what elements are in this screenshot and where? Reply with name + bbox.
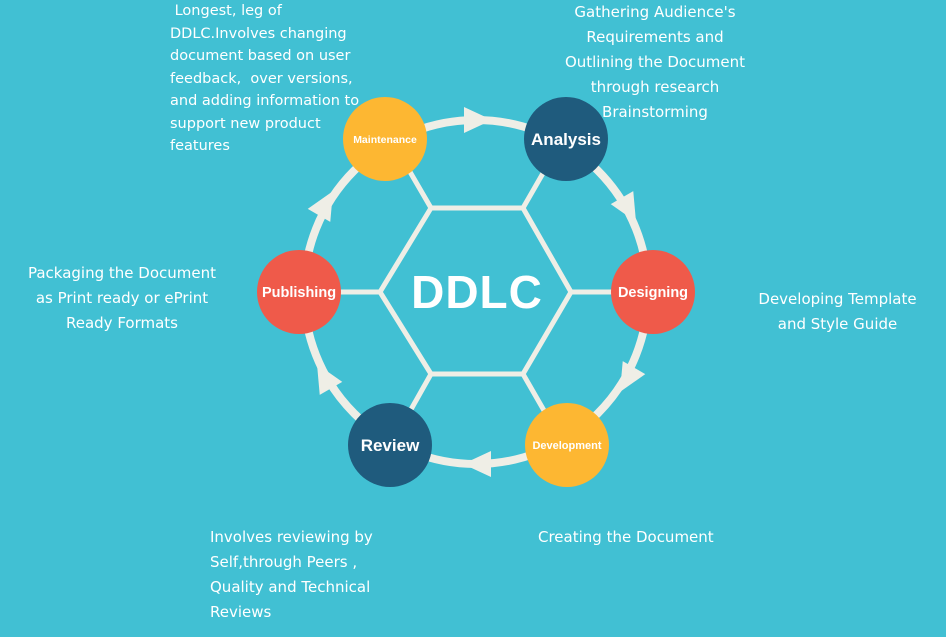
stage-node-analysis: Analysis [524, 97, 608, 181]
arrow-icon [620, 361, 646, 392]
stage-label: Review [361, 436, 420, 455]
stage-circle [525, 403, 609, 487]
stage-label: Publishing [262, 285, 336, 301]
stage-label: Analysis [531, 130, 601, 149]
stage-node-designing: Designing [611, 250, 695, 334]
stage-node-development: Development [525, 403, 609, 487]
stage-circle [348, 403, 432, 487]
designing-description: Developing Template and Style Guide [758, 290, 917, 333]
stage-node-maintenance: Maintenance [343, 97, 427, 181]
development-description: Creating the Document [538, 528, 714, 546]
arrow-icon [463, 451, 491, 477]
publishing-description: Packaging the Document as Print ready or… [27, 264, 216, 332]
stage-node-review: Review [348, 403, 432, 487]
spoke-development [520, 372, 549, 416]
connector-spokes [338, 163, 614, 416]
stage-circle [524, 97, 608, 181]
arrow-icon [317, 364, 343, 395]
stage-node-publishing: Publishing [257, 250, 341, 334]
stage-circle [257, 250, 341, 334]
stage-circle [343, 97, 427, 181]
stage-circle [611, 250, 695, 334]
spoke-analysis [520, 166, 549, 210]
center-title: DDLC [411, 266, 543, 318]
review-description: Involves reviewing by Self,through Peers… [210, 528, 373, 621]
stage-label: Maintenance [353, 134, 417, 146]
arrow-icon [610, 191, 636, 222]
arrow-icon [307, 191, 333, 222]
spoke-review [406, 372, 434, 415]
maintenance-description: Longest, leg of DDLC.Involves changing d… [170, 3, 360, 154]
stage-label: Development [532, 440, 601, 452]
arrow-icon [464, 107, 492, 133]
stage-label: Designing [618, 285, 688, 301]
cycle-arrows [307, 107, 646, 477]
analysis-description: Gathering Audience's Requirements and Ou… [564, 3, 746, 121]
